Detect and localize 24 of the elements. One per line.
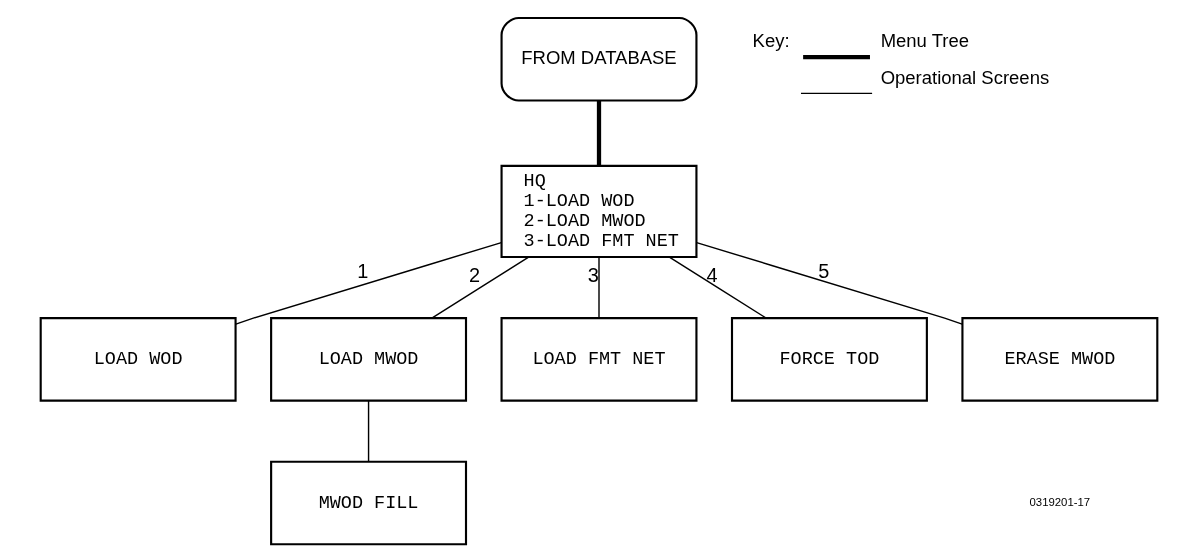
node-box: LOAD FMT NET <box>500 317 698 402</box>
node-box: FORCE TOD <box>730 317 928 402</box>
edge-label: 1 <box>357 259 369 282</box>
node-box: ERASE MWOD <box>961 317 1159 402</box>
legend-label: Operational Screens <box>880 66 1050 88</box>
node-box: HQ 1-LOAD WOD 2-LOAD MWOD 3-LOAD FMT NET <box>500 164 698 258</box>
connector <box>695 241 963 325</box>
connector <box>668 256 767 319</box>
connector <box>367 400 370 463</box>
edge-label: 3 <box>587 264 599 287</box>
node-box: FROM DATABASE <box>500 16 698 102</box>
legend-label: Menu Tree <box>880 30 970 51</box>
edge-label: 5 <box>818 259 830 282</box>
connector <box>235 241 503 325</box>
connector <box>596 100 602 166</box>
node-box: LOAD MWOD <box>270 317 468 402</box>
edge-label: 4 <box>706 264 718 287</box>
edge-label: 2 <box>469 264 481 287</box>
label: 0319201-17 <box>1029 495 1091 508</box>
label: Key: <box>752 30 790 51</box>
connector <box>431 256 530 319</box>
connector <box>598 256 600 319</box>
node-box: LOAD WOD <box>39 317 237 402</box>
node-box: MWOD FILL <box>270 460 468 546</box>
